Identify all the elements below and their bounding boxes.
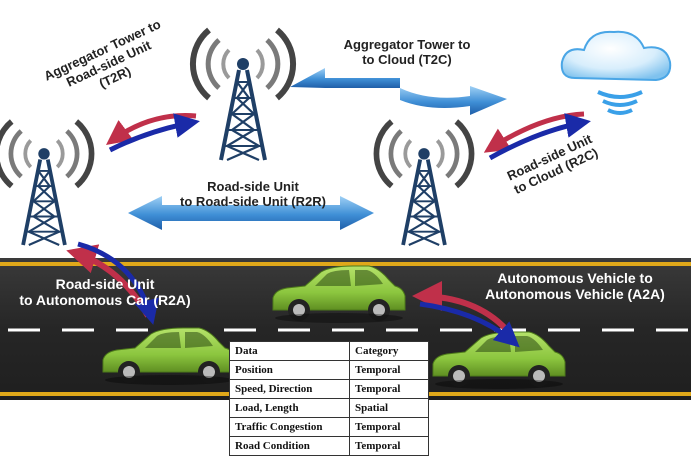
label-r2a: Road-side Unit to Autonomous Car (R2A) bbox=[0, 276, 210, 308]
label-t2c-line1: Aggregator Tower to bbox=[343, 37, 471, 52]
table-cell: Traffic Congestion bbox=[229, 417, 350, 437]
label-a2a: Autonomous Vehicle to Autonomous Vehicle… bbox=[470, 270, 680, 302]
aggregator-tower bbox=[193, 30, 293, 162]
table-row: Road Condition Temporal bbox=[229, 436, 429, 456]
table-cell: Spatial bbox=[349, 398, 429, 418]
r2c-curved-arrows bbox=[483, 111, 591, 161]
table-header-row: Data Category bbox=[229, 341, 429, 361]
label-a2a-line1: Autonomous Vehicle to bbox=[497, 270, 653, 286]
table-row: Speed, Direction Temporal bbox=[229, 379, 429, 399]
label-r2r-line2: to Road-side Unit (R2R) bbox=[180, 193, 326, 209]
table-header-cell: Category bbox=[349, 341, 429, 361]
table-cell: Position bbox=[229, 360, 350, 380]
road-side-unit-left bbox=[0, 122, 92, 247]
a2a-curved-arrows bbox=[412, 281, 520, 348]
t2c-double-arrow bbox=[290, 68, 507, 115]
label-r2a-line1: Road-side Unit bbox=[55, 276, 155, 292]
table-cell: Load, Length bbox=[229, 398, 350, 418]
r2a-curved-arrows bbox=[66, 241, 159, 325]
table-cell: Road Condition bbox=[229, 436, 350, 456]
table-cell: Temporal bbox=[349, 417, 429, 437]
road-side-unit-right bbox=[376, 122, 471, 247]
label-r2r: Road-side Unit to Road-side Unit (R2R) bbox=[158, 179, 348, 210]
table-row: Traffic Congestion Temporal bbox=[229, 417, 429, 437]
label-t2c-line2: to Cloud (T2C) bbox=[362, 51, 452, 67]
label-r2r-line1: Road-side Unit bbox=[207, 179, 299, 194]
table-cell: Temporal bbox=[349, 436, 429, 456]
table-cell: Temporal bbox=[349, 360, 429, 380]
table-cell: Temporal bbox=[349, 379, 429, 399]
table-row: Load, Length Spatial bbox=[229, 398, 429, 418]
table-cell: Speed, Direction bbox=[229, 379, 350, 399]
r2r-double-arrow bbox=[128, 196, 374, 230]
table-header-cell: Data bbox=[229, 341, 350, 361]
cloud-icon bbox=[560, 30, 672, 115]
t2r-curved-arrows bbox=[105, 113, 200, 153]
label-a2a-line2: Autonomous Vehicle (A2A) bbox=[485, 286, 665, 303]
data-category-table: Data Category Position Temporal Speed, D… bbox=[229, 341, 429, 456]
label-r2a-line2: to Autonomous Car (R2A) bbox=[19, 292, 191, 309]
label-t2c: Aggregator Tower to to Cloud (T2C) bbox=[322, 37, 492, 68]
table-row: Position Temporal bbox=[229, 360, 429, 380]
